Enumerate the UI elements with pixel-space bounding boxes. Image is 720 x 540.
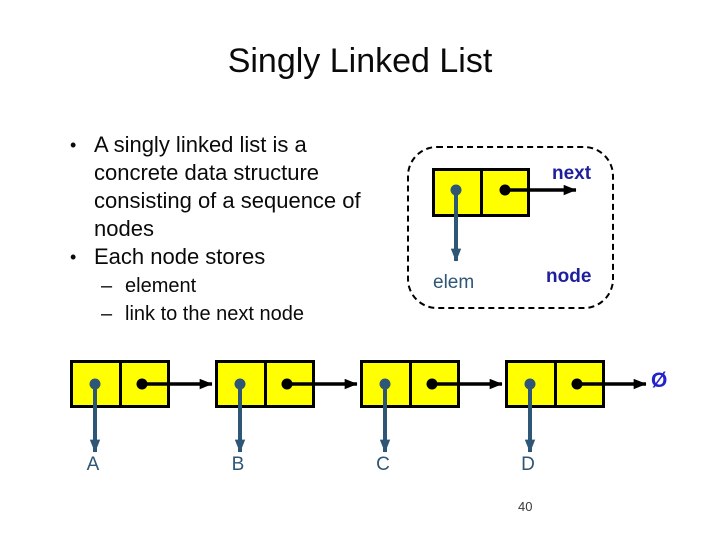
element-cell [73, 363, 122, 405]
next-label: next [552, 163, 592, 184]
null-symbol: Ø [651, 369, 668, 392]
chain-node-label: A [86, 454, 100, 475]
next-pointer-cell [483, 171, 528, 214]
bullet-text: element [125, 275, 197, 297]
bullet-marker: • [70, 135, 77, 155]
chain-node [215, 360, 315, 408]
chain-node [360, 360, 460, 408]
elem-label: elem [433, 272, 475, 293]
bullet-text: A singly linked list is a concrete data … [94, 132, 361, 241]
bullet-sub-item: – element [101, 273, 392, 299]
next-pointer-cell [557, 363, 603, 405]
chain-node-label: D [521, 454, 535, 475]
dash-marker: – [101, 275, 113, 297]
element-cell [435, 171, 483, 214]
element-cell [363, 363, 412, 405]
bullet-item: • Each node stores [70, 243, 392, 271]
bullet-marker: • [70, 247, 77, 267]
bullet-text: link to the next node [125, 303, 305, 325]
next-pointer-cell [267, 363, 313, 405]
chain-node-label: B [231, 454, 245, 475]
element-cell [508, 363, 557, 405]
element-cell [218, 363, 267, 405]
chain-node-label: C [376, 454, 390, 475]
prototype-node [432, 168, 530, 217]
bullet-sub-item: – link to the next node [101, 301, 392, 327]
slide-title: Singly Linked List [227, 42, 493, 80]
dash-marker: – [101, 303, 113, 325]
chain-node [505, 360, 605, 408]
bullet-list: • A singly linked list is a concrete dat… [70, 131, 392, 327]
page-number: 40 [518, 499, 533, 514]
chain-node [70, 360, 170, 408]
next-pointer-cell [122, 363, 168, 405]
node-diagram-dashed-box [407, 146, 614, 309]
next-pointer-cell [412, 363, 458, 405]
bullet-text: Each node stores [94, 244, 266, 269]
node-label: node [546, 266, 592, 287]
bullet-item: • A singly linked list is a concrete dat… [70, 131, 392, 243]
